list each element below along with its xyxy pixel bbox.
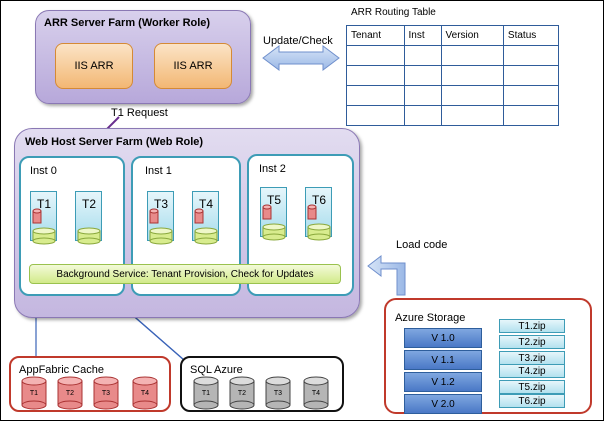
- table-row: [346, 65, 560, 86]
- tenant-t1-label: T1: [37, 197, 52, 211]
- sql-item-label: T1: [201, 390, 211, 397]
- package-zip: T3.zip: [499, 351, 565, 365]
- t1-request-label: T1 Request: [111, 107, 168, 119]
- version-block: V 1.0: [404, 328, 482, 348]
- instance-1-label: Inst 1: [145, 165, 172, 177]
- tenant-t2-label: T2: [82, 197, 97, 211]
- version-block: V 2.0: [404, 394, 482, 414]
- tenant-t5: T5: [260, 187, 287, 237]
- package-zip: T2.zip: [499, 335, 565, 349]
- package-zip: T4.zip: [499, 364, 565, 378]
- sql-item-label: T4: [311, 390, 321, 397]
- azure-storage: Azure Storage V 1.0 V 1.1 V 1.2 V 2.0 T1…: [384, 298, 592, 414]
- arr-farm-title: ARR Server Farm (Worker Role): [44, 17, 211, 29]
- tenant-t5-label: T5: [267, 193, 282, 207]
- tenant-t4-label: T4: [199, 197, 214, 211]
- load-code-label: Load code: [396, 239, 448, 251]
- arr-server-farm: ARR Server Farm (Worker Role) IIS ARR II…: [35, 10, 251, 104]
- cache-item-label: T4: [140, 390, 150, 397]
- package-zip: T6.zip: [499, 394, 565, 408]
- table-row: [346, 85, 560, 106]
- sql-item-label: T2: [237, 390, 247, 397]
- routing-table-header-row: Tenant Inst Version Status: [346, 25, 560, 46]
- package-zip: T5.zip: [499, 380, 565, 394]
- web-farm-title: Web Host Server Farm (Web Role): [25, 136, 204, 148]
- routing-table-title: ARR Routing Table: [351, 7, 436, 18]
- version-block: V 1.2: [404, 372, 482, 392]
- appfabric-cache-title: AppFabric Cache: [19, 364, 104, 376]
- cache-item-label: T2: [65, 390, 75, 397]
- col-header-status: Status: [502, 25, 560, 46]
- update-check-double-arrow: [262, 45, 340, 71]
- tenant-t4: T4: [192, 191, 219, 241]
- load-code-arrow: [367, 254, 406, 296]
- sql-azure-title: SQL Azure: [190, 364, 243, 376]
- col-header-inst: Inst: [403, 25, 442, 46]
- version-block: V 1.1: [404, 350, 482, 370]
- tenant-t3-label: T3: [154, 197, 169, 211]
- table-row: [346, 105, 560, 126]
- cache-item-label: T1: [29, 390, 39, 397]
- col-header-version: Version: [440, 25, 504, 46]
- routing-table: Tenant Inst Version Status: [346, 25, 560, 126]
- sql-azure: SQL Azure: [180, 356, 344, 412]
- col-header-tenant: Tenant: [346, 25, 405, 46]
- appfabric-cache: AppFabric Cache: [9, 356, 171, 412]
- iis-arr-node-2: IIS ARR: [154, 43, 232, 89]
- tenant-t2: T2: [75, 191, 102, 241]
- background-service-bar: Background Service: Tenant Provision, Ch…: [29, 264, 341, 284]
- cache-item-label: T3: [101, 390, 111, 397]
- azure-storage-title: Azure Storage: [395, 312, 466, 324]
- package-zip: T1.zip: [499, 319, 565, 333]
- tenant-t6-label: T6: [312, 193, 327, 207]
- table-row: [346, 45, 560, 66]
- instance-0-label: Inst 0: [30, 165, 57, 177]
- tenant-t3: T3: [147, 191, 174, 241]
- sql-item-label: T3: [273, 390, 283, 397]
- tenant-t1: T1: [30, 191, 57, 241]
- tenant-t6: T6: [305, 187, 332, 237]
- instance-2-label: Inst 2: [259, 163, 286, 175]
- update-check-label: Update/Check: [263, 35, 333, 47]
- iis-arr-node-1: IIS ARR: [55, 43, 133, 89]
